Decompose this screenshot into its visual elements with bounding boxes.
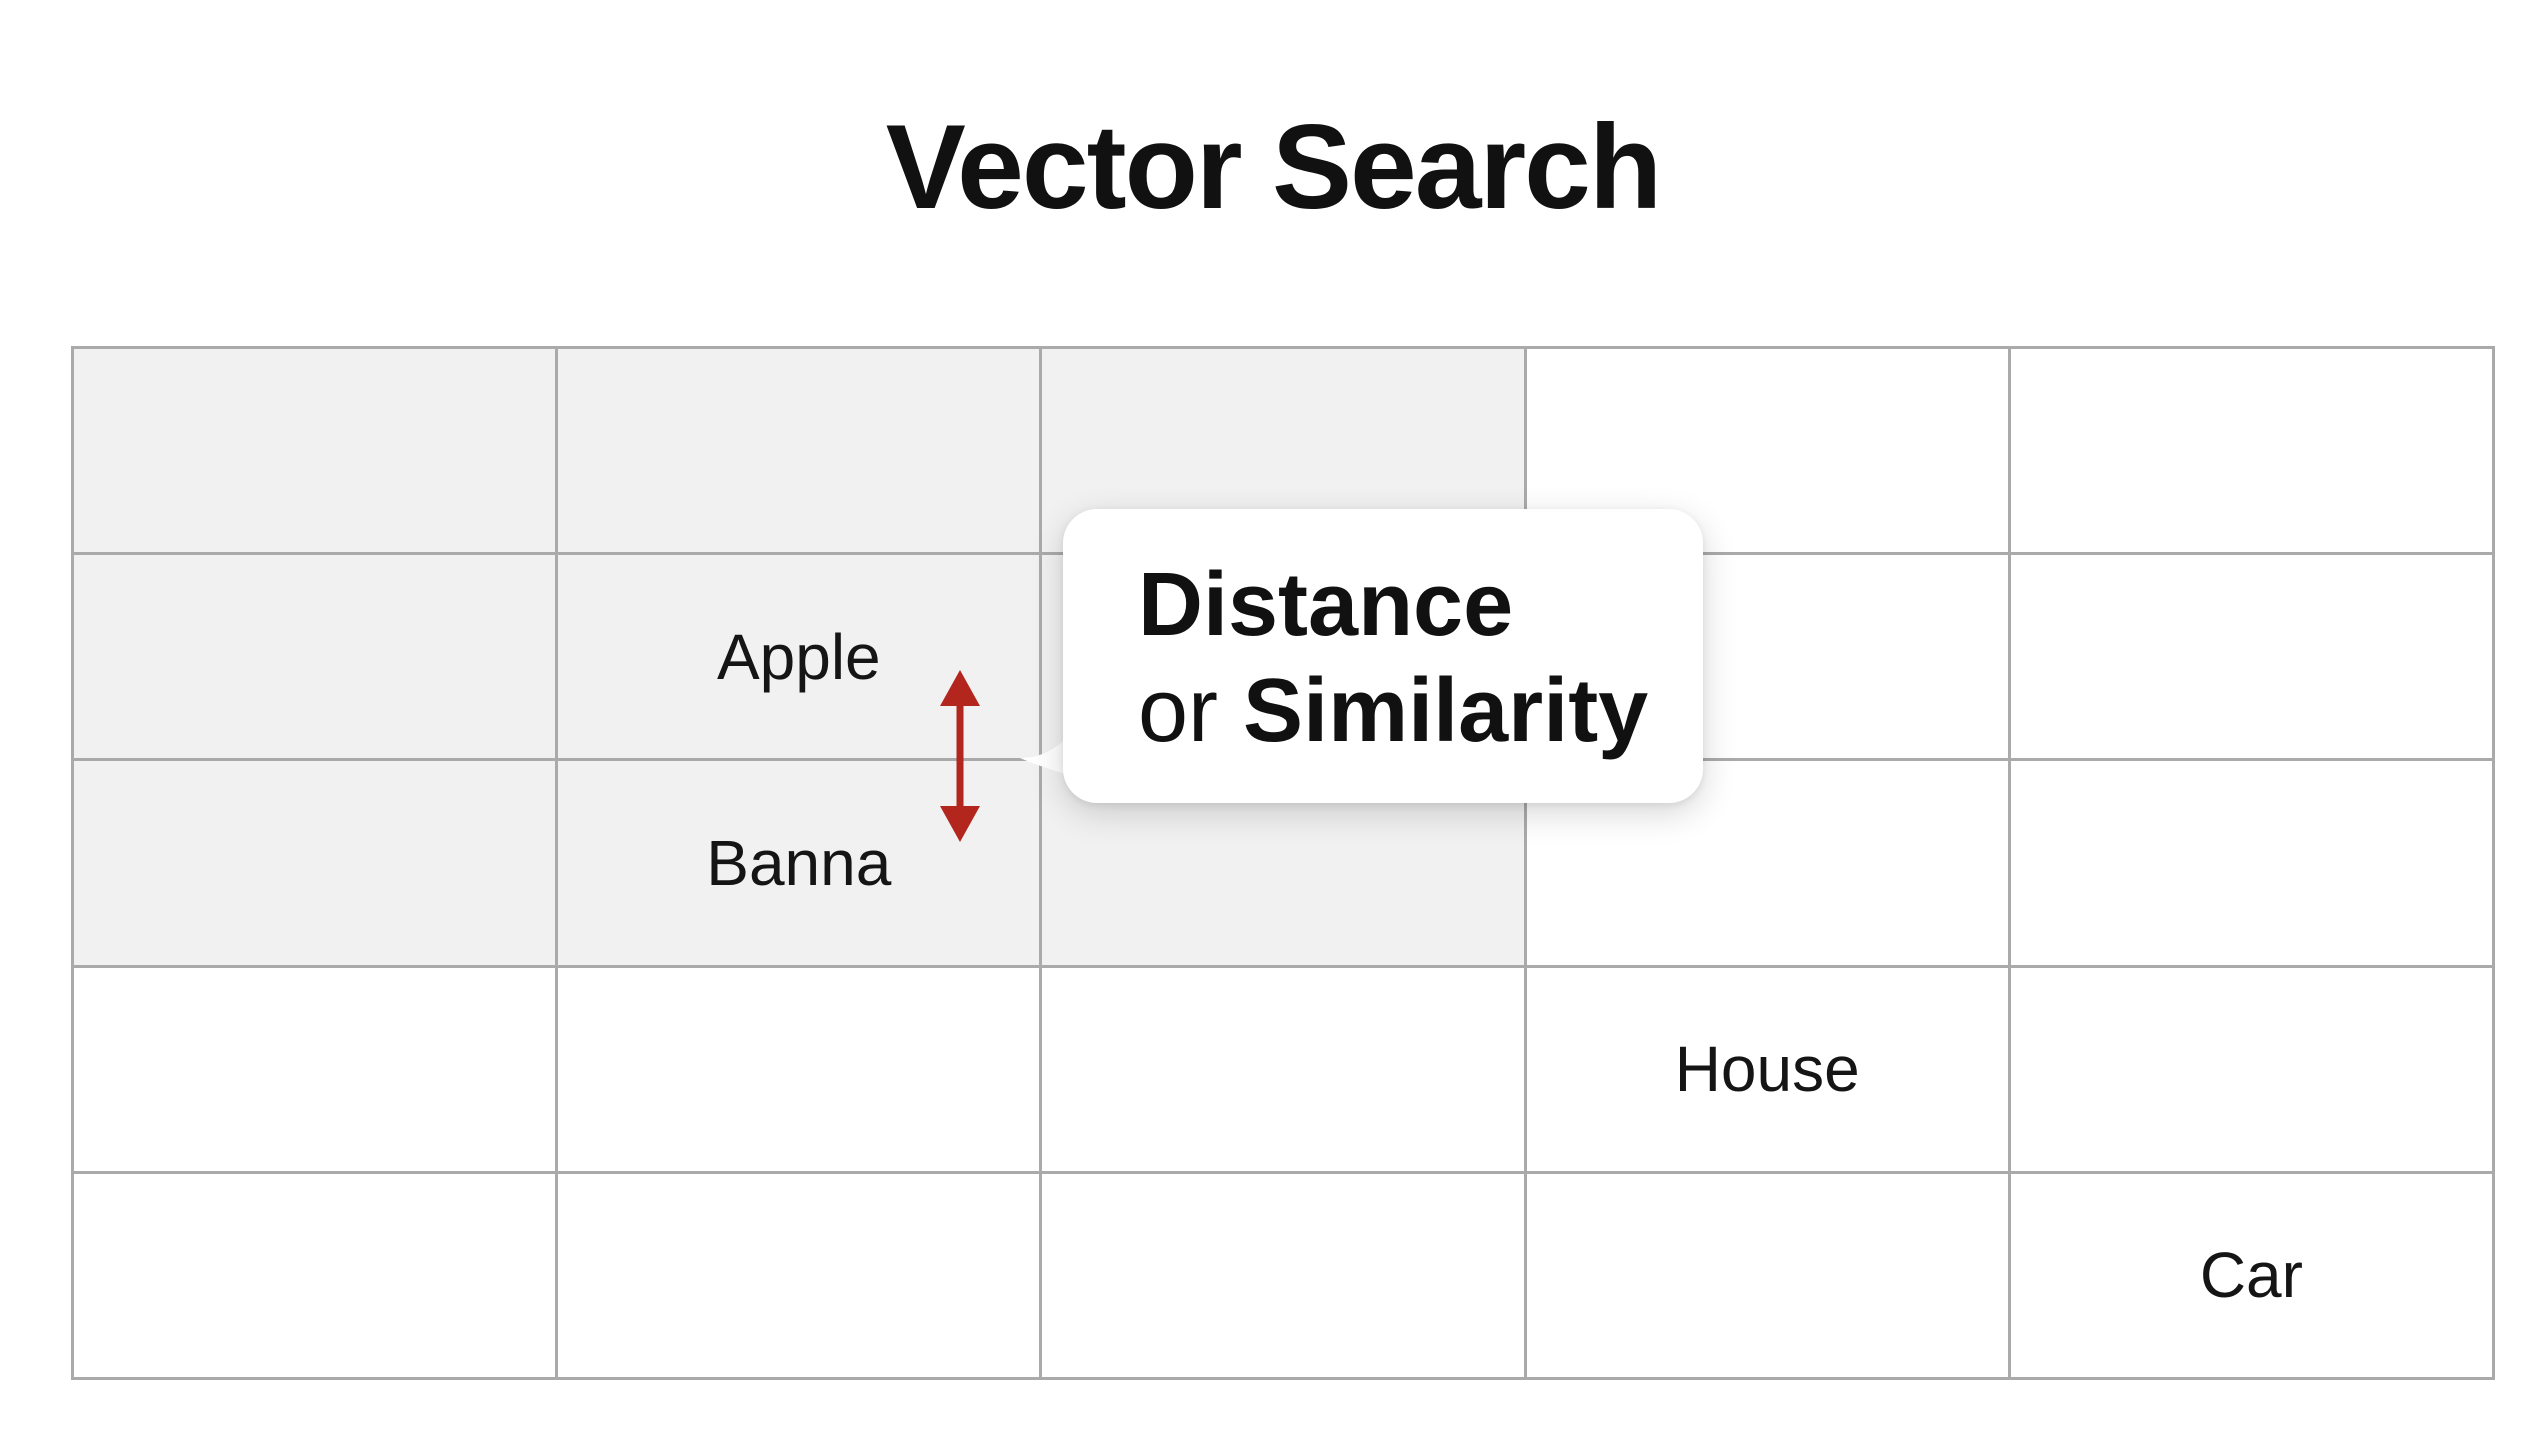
callout-or: or [1138,661,1219,761]
callout-text: Distance or Similarity [1138,552,1678,764]
grid-cell [71,758,556,965]
callout-bubble [1063,509,1703,803]
page-title: Vector Search [885,100,1662,234]
callout-similarity: Similarity [1243,661,1649,761]
grid-cell [555,346,1040,553]
label-banana: Banna [706,826,892,899]
grid-cell-car: Car [2007,1170,2492,1377]
grid-cell [2007,758,2492,965]
grid-cell [71,346,556,553]
double-arrow-vertical-icon [940,670,980,842]
grid-cell [555,1170,1040,1377]
grid-cell [71,964,556,1171]
grid-cell-house: House [1523,964,2008,1171]
grid-cell [71,1170,556,1377]
grid-cell [1039,1170,1524,1377]
grid-cell [555,964,1040,1171]
grid-cell [2007,552,2492,759]
grid-cell [1523,1170,2008,1377]
grid-cell [1039,964,1524,1171]
label-apple: Apple [716,620,881,693]
vector-space-grid: Apple Banna House Car [71,346,2495,1380]
callout-line-similarity: or Similarity [1138,658,1678,764]
grid-cell [2007,964,2492,1171]
label-car: Car [2199,1239,2303,1312]
callout-line-distance: Distance [1138,555,1514,655]
grid-cell [2007,346,2492,553]
label-house: House [1674,1033,1860,1106]
grid-cell [71,552,556,759]
